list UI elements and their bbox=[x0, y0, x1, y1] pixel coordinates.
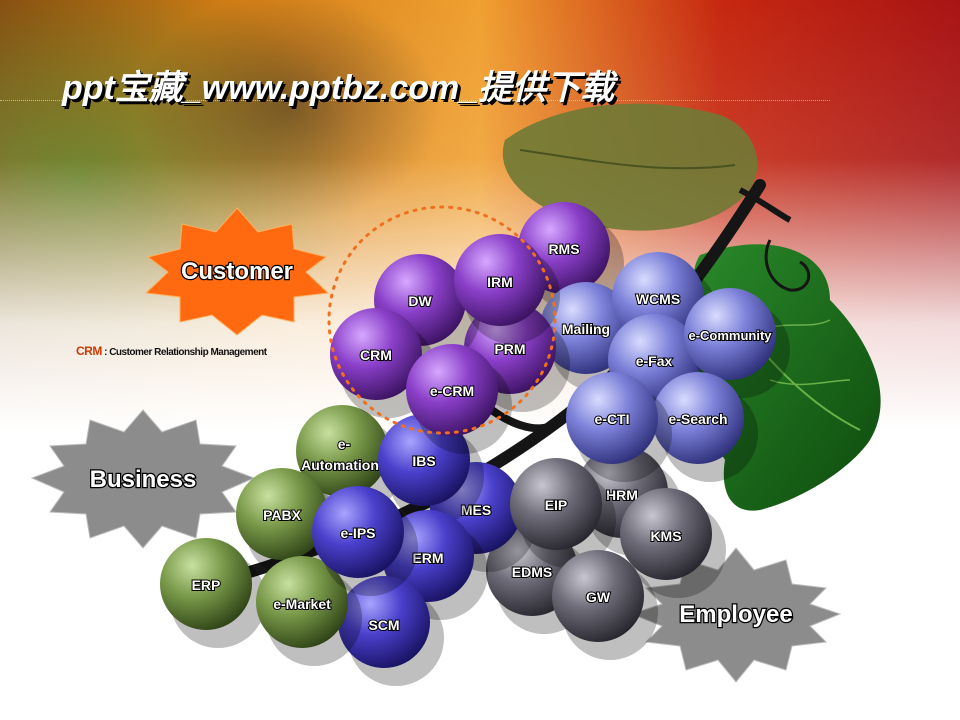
grape-label: MES bbox=[461, 502, 491, 518]
grape-label: SCM bbox=[368, 617, 399, 633]
grape-label: e-Community bbox=[688, 328, 772, 343]
grape-label: e-Market bbox=[273, 596, 331, 612]
business-label: Business bbox=[90, 466, 197, 493]
employee-label: Employee bbox=[679, 601, 792, 628]
grape-label: e-Search bbox=[668, 411, 727, 427]
grape-scm: SCM bbox=[338, 576, 444, 686]
grape-label: Mailing bbox=[562, 321, 610, 337]
grape-ibs: IBS bbox=[378, 414, 484, 524]
olive-leaf bbox=[502, 103, 758, 231]
crm-definition-text: : Customer Relationship Management bbox=[101, 347, 267, 358]
title-divider bbox=[0, 100, 830, 101]
grape-eip: EIP bbox=[510, 458, 616, 568]
business-burst: Business bbox=[30, 409, 256, 549]
grape-e-community: e-Community bbox=[684, 288, 790, 398]
employee-burst: Employee bbox=[630, 547, 842, 683]
grape-label: KMS bbox=[650, 528, 681, 544]
grape-label: CRM bbox=[360, 347, 392, 363]
grape-label: RMS bbox=[548, 241, 579, 257]
grape-label: DW bbox=[408, 293, 432, 309]
grape-label: IRM bbox=[487, 274, 513, 290]
grape-e-search: e-Search bbox=[652, 372, 758, 482]
grape-label: WCMS bbox=[636, 291, 680, 307]
grape-e-market: e-Market bbox=[256, 556, 362, 666]
grape-label: HRM bbox=[606, 487, 638, 503]
grape-label: Automation bbox=[301, 457, 379, 473]
grape-label: GW bbox=[586, 589, 611, 605]
grape-label: ERM bbox=[412, 550, 443, 566]
grape-gw: GW bbox=[552, 550, 658, 660]
grape-kms: KMS bbox=[620, 488, 726, 598]
grape-label: e-IPS bbox=[340, 525, 375, 541]
grape-erp: ERP bbox=[160, 538, 266, 648]
page-title: ppt宝藏_www.pptbz.com_提供下载 bbox=[62, 69, 615, 107]
grape-label: EIP bbox=[545, 497, 568, 513]
grape-label: e- bbox=[338, 436, 351, 452]
customer-burst: Customer bbox=[144, 207, 330, 336]
grape-label: ERP bbox=[192, 577, 221, 593]
crm-definition: CRM : Customer Relationship Management bbox=[76, 344, 267, 358]
grape-label: e-CRM bbox=[430, 383, 474, 399]
crm-group-circle bbox=[327, 205, 557, 435]
grape-label: e-Fax bbox=[636, 353, 673, 369]
customer-label: Customer bbox=[181, 258, 293, 285]
grape-label: PABX bbox=[263, 507, 302, 523]
grape-label: IBS bbox=[412, 453, 435, 469]
grape-e-cti: e-CTI bbox=[566, 372, 672, 482]
grape-e-ips: e-IPS bbox=[312, 486, 418, 596]
crm-abbreviation: CRM bbox=[76, 344, 102, 358]
grape-label: PRM bbox=[494, 341, 525, 357]
grape-e-crm: e-CRM bbox=[406, 344, 512, 454]
grape-irm: IRM bbox=[454, 234, 560, 344]
grape-rms-front bbox=[518, 202, 610, 294]
grape-label: EDMS bbox=[512, 564, 552, 580]
grape-label: e-CTI bbox=[595, 411, 630, 427]
